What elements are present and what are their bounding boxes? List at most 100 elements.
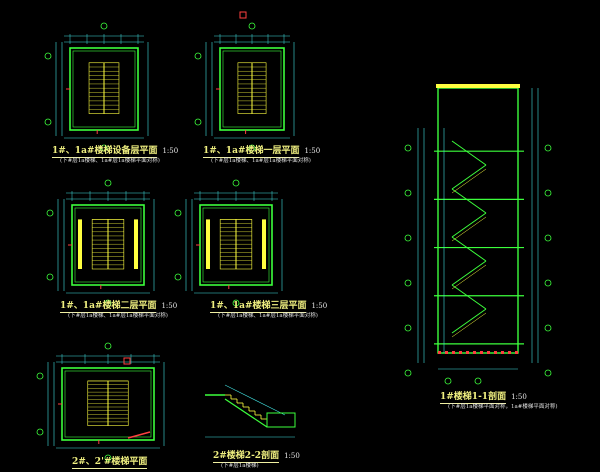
stair-run	[451, 140, 487, 166]
axis-bubble	[104, 299, 112, 307]
axis-bubble	[248, 144, 256, 152]
axis-bubble	[544, 144, 552, 152]
axis-bubble	[404, 234, 412, 242]
axis-bubble	[404, 324, 412, 332]
view-caption-equipment-floor: 1#、1a#楼梯设备层平面 1:50 (下#层1a楼梯、1a#层1a楼梯平面对称)	[52, 146, 178, 165]
axis-bubble	[100, 144, 108, 152]
axis-bubble	[544, 189, 552, 197]
view-caption-third-floor: 1#、1a#楼梯三层平面 1:50 (下#层1a楼梯、1a#层1a楼梯平面对称)	[210, 301, 327, 320]
stair-bar	[262, 219, 266, 269]
axis-bubble	[104, 342, 112, 350]
view-title-section-1-1: 1#楼梯1-1剖面	[440, 392, 507, 404]
axis-marker	[123, 357, 131, 365]
axis-bubble	[248, 22, 256, 30]
axis-bubble	[544, 369, 552, 377]
view-title-first-floor: 1#、1a#楼梯一层平面	[203, 146, 300, 158]
axis-bubble	[404, 369, 412, 377]
stair-bar	[206, 219, 210, 269]
view-title-equipment-floor: 1#、1a#楼梯设备层平面	[52, 146, 158, 158]
axis-bubble	[174, 273, 182, 281]
stair-edge	[451, 264, 487, 290]
view-caption-section-2-2: 2#楼梯2-2剖面 1:50 (下#层1a楼梯)	[213, 451, 300, 470]
stair-edge	[451, 168, 487, 194]
axis-bubble	[194, 52, 202, 60]
wall-inner	[222, 50, 282, 128]
stair-run	[451, 284, 487, 310]
view-caption-second-floor: 1#、1a#楼梯二层平面 1:50 (下#层1a楼梯、1a#层1a楼梯平面对称)	[60, 301, 177, 320]
view-scale: 1:50	[162, 147, 179, 155]
hatch-mark	[508, 351, 511, 354]
view-note: (下#层1a楼梯平面对称，1a#楼梯平面对称)	[448, 404, 558, 410]
view-caption-stair-2-plan: 2#、2'#楼梯平面	[72, 457, 148, 469]
axis-bubble	[36, 372, 44, 380]
hatch-mark	[515, 351, 518, 354]
hatch-mark	[501, 351, 504, 354]
axis-bubble	[444, 377, 452, 385]
view-note: (下#层1a楼梯)	[221, 463, 259, 469]
hatch-mark	[445, 351, 448, 354]
stair-run	[451, 308, 487, 334]
axis-bubble	[174, 209, 182, 217]
view-title-stair-2-plan: 2#、2'#楼梯平面	[72, 457, 148, 469]
hatch-mark	[494, 351, 497, 354]
view-note: (下#层1a楼梯、1a#层1a楼梯平面对称)	[218, 313, 318, 319]
wall-inner	[64, 370, 152, 438]
hatch-mark	[487, 351, 490, 354]
roof-slab	[436, 84, 520, 88]
view-note: (下#层1a楼梯、1a#层1a楼梯平面对称)	[211, 158, 311, 164]
axis-bubble	[46, 209, 54, 217]
axis-bubble	[404, 279, 412, 287]
view-title-section-2-2: 2#楼梯2-2剖面	[213, 451, 280, 463]
axis-marker	[239, 11, 247, 19]
wall-inner	[74, 207, 142, 283]
view-title-second-floor: 1#、1a#楼梯二层平面	[60, 301, 157, 313]
view-scale: 1:50	[284, 452, 300, 460]
stair-bar	[78, 219, 82, 269]
view-note: (下#层1a楼梯、1a#层1a楼梯平面对称)	[68, 313, 168, 319]
view-scale: 1:50	[304, 147, 321, 155]
axis-bubble	[46, 273, 54, 281]
hatch-mark	[466, 351, 469, 354]
landing	[266, 412, 296, 428]
handrail	[224, 384, 286, 416]
view-title-third-floor: 1#、1a#楼梯三层平面	[210, 301, 307, 313]
axis-bubble	[44, 52, 52, 60]
axis-bubble	[44, 118, 52, 126]
axis-bubble	[404, 144, 412, 152]
axis-bubble	[232, 299, 240, 307]
axis-bubble	[104, 454, 112, 462]
wall-inner	[202, 207, 270, 283]
stair-edge	[451, 312, 487, 338]
hatch-mark	[459, 351, 462, 354]
stair-run	[451, 164, 487, 190]
axis-bubble	[194, 118, 202, 126]
axis-bubble	[544, 279, 552, 287]
axis-bubble	[544, 324, 552, 332]
axis-bubble	[100, 22, 108, 30]
view-scale: 1:50	[161, 302, 178, 310]
axis-bubble	[544, 234, 552, 242]
stair-run	[451, 260, 487, 286]
stair-run	[451, 188, 487, 214]
view-scale: 1:50	[511, 393, 527, 401]
view-note: (下#层1a楼梯、1a#层1a楼梯平面对称)	[60, 158, 160, 164]
hatch-mark	[480, 351, 483, 354]
axis-bubble	[404, 189, 412, 197]
view-scale: 1:50	[311, 302, 328, 310]
hatch-mark	[473, 351, 476, 354]
view-caption-section-1-1: 1#楼梯1-1剖面 1:50 (下#层1a楼梯平面对称，1a#楼梯平面对称)	[440, 392, 558, 411]
stair-slab	[224, 398, 268, 428]
axis-bubble	[232, 179, 240, 187]
wall-inner	[72, 50, 136, 128]
axis-bubble	[474, 377, 482, 385]
hatch-mark	[438, 351, 441, 354]
red-annotation	[127, 431, 151, 439]
hatch-mark	[452, 351, 455, 354]
stair-edge	[451, 216, 487, 242]
axis-bubble	[36, 428, 44, 436]
axis-bubble	[104, 179, 112, 187]
section-outline	[437, 87, 519, 354]
stair-run	[451, 236, 487, 262]
